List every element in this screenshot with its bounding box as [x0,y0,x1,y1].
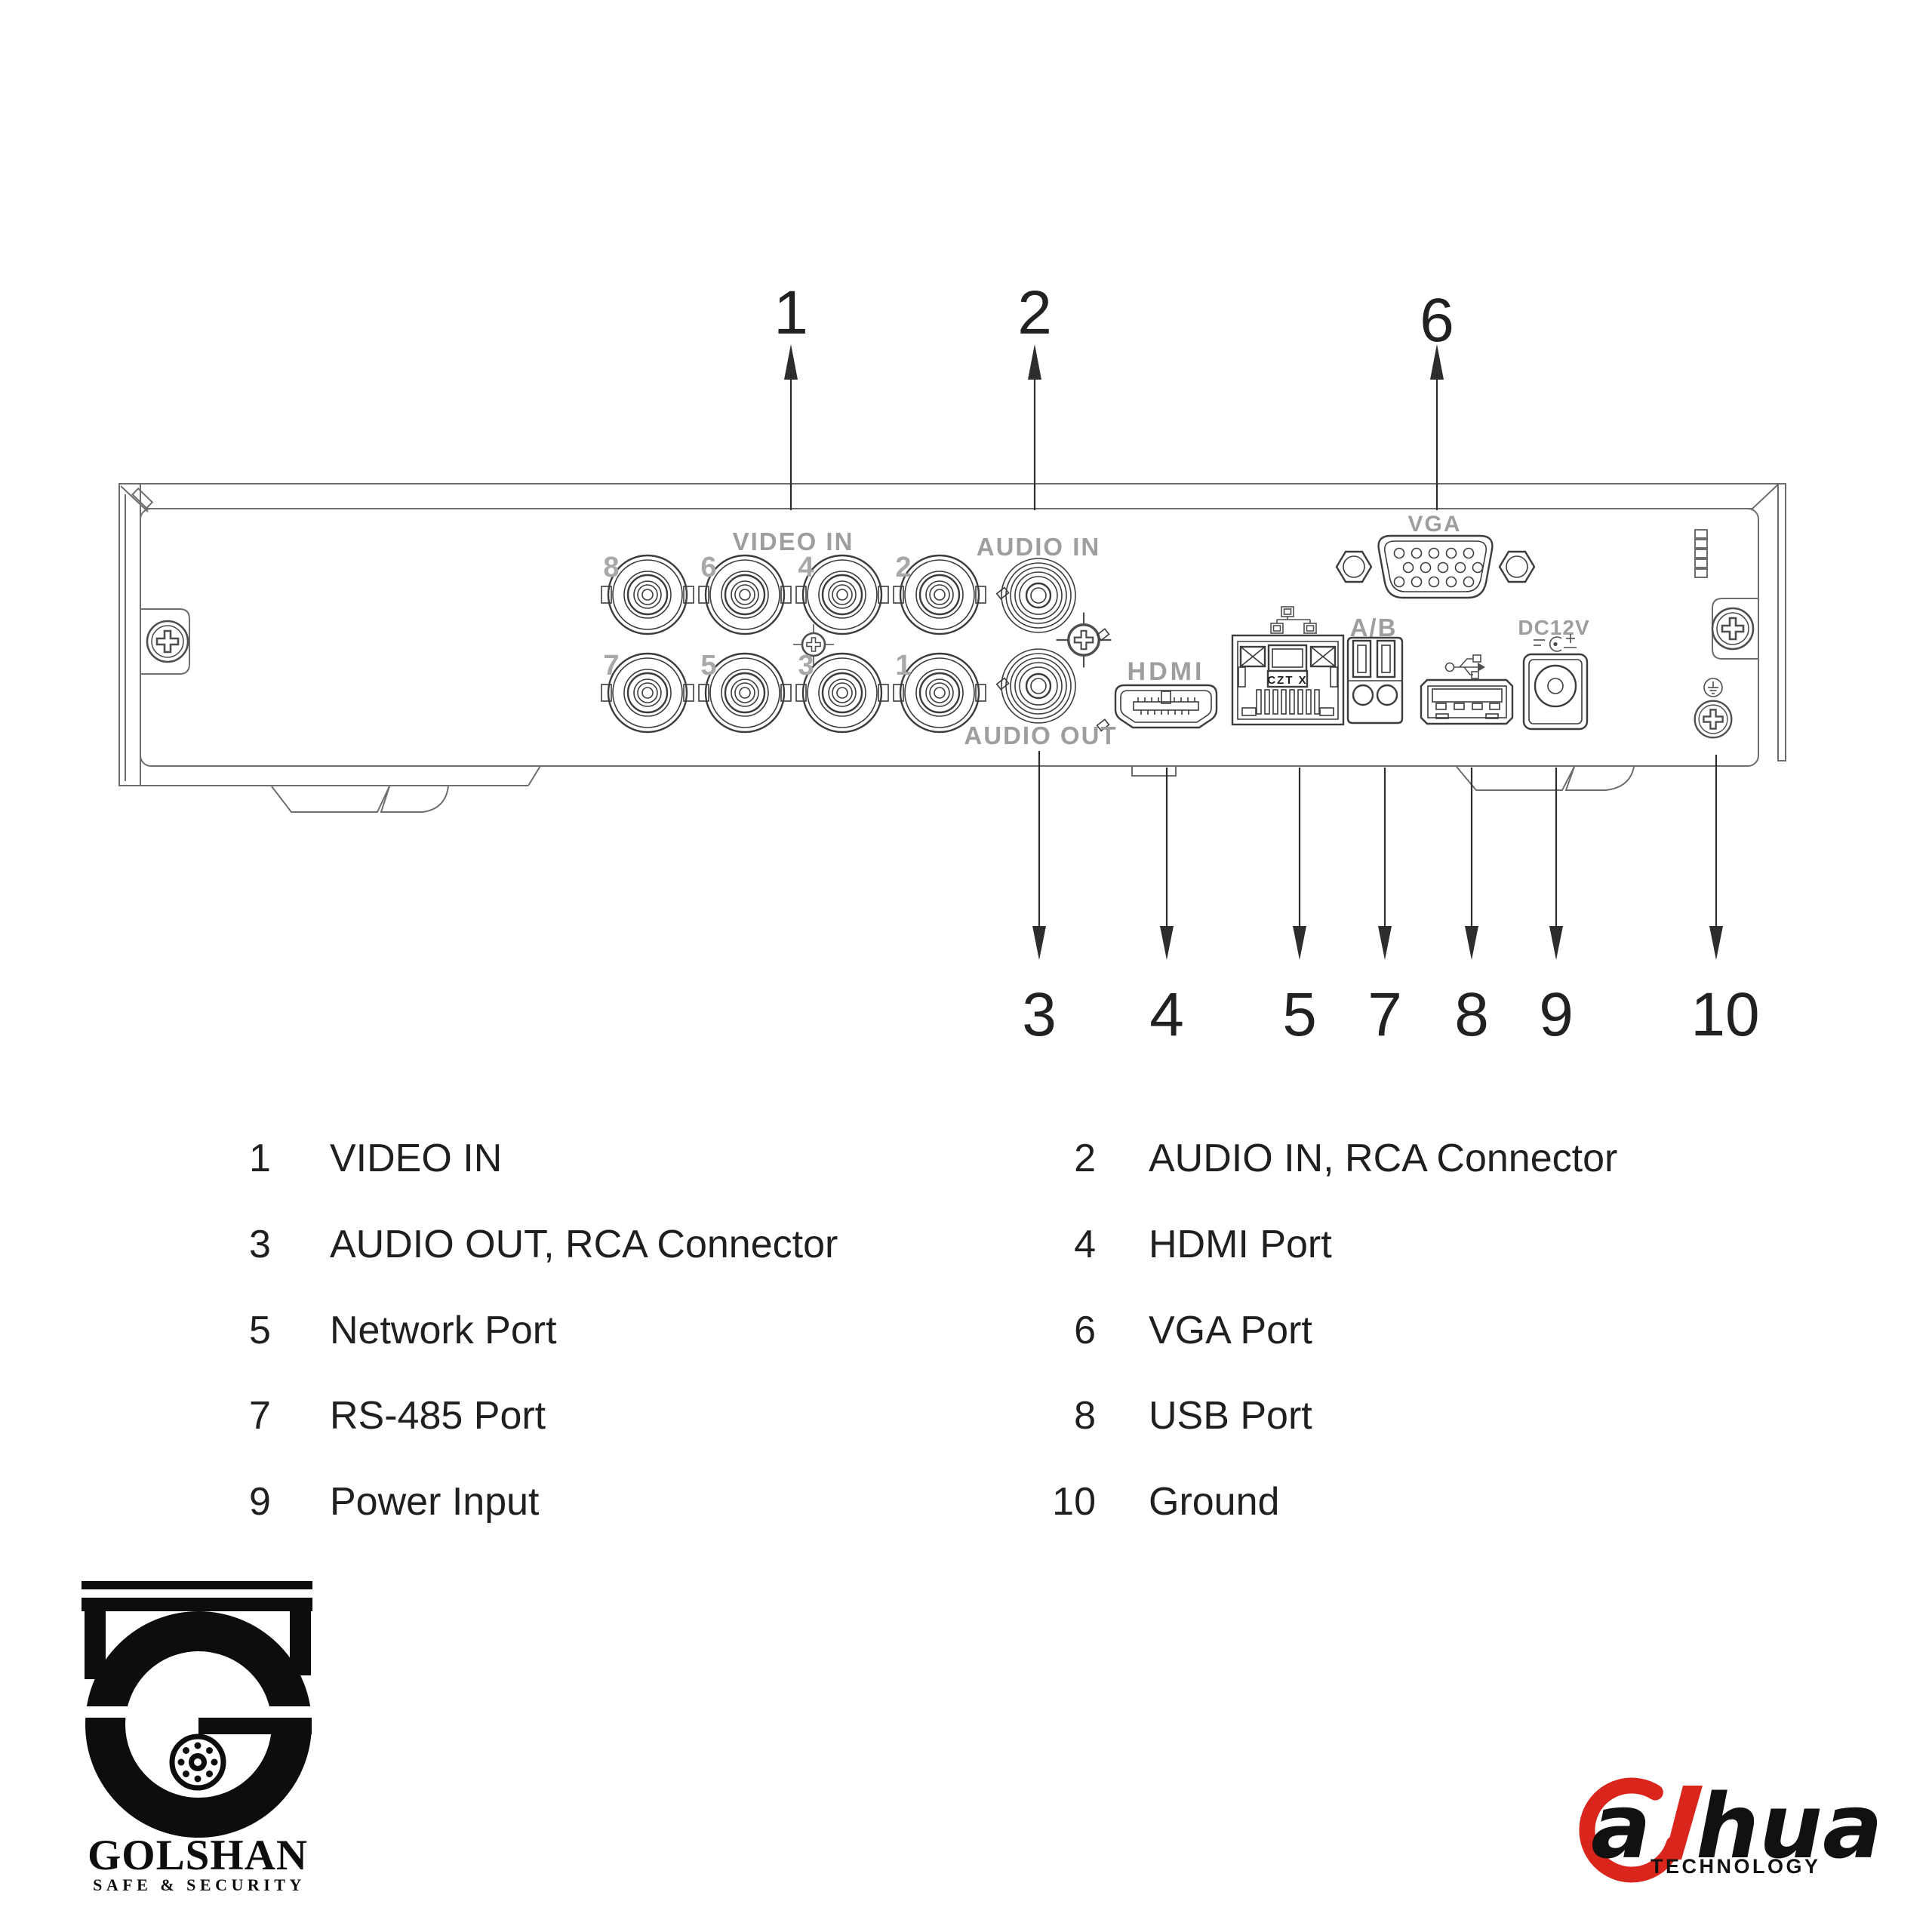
legend-number: 8 [1074,1394,1096,1438]
legend-number: 10 [1052,1480,1096,1524]
callout-number-10: 10 [1690,980,1759,1049]
network-icon [1270,606,1317,634]
hdmi-pins [1137,697,1195,715]
ground-symbol-icon [1703,678,1723,697]
legend-label: VGA Port [1149,1309,1312,1352]
dahua-wordmark-a: a [1591,1775,1651,1878]
ear-screw-left [146,620,189,663]
audio-in-label: AUDIO IN [977,533,1101,561]
usb-icon [1444,654,1485,679]
chassis [118,483,1786,813]
dahua-swoosh-icon [1579,1777,1682,1883]
legend-number: 4 [1074,1223,1096,1266]
golshan-emblem [77,1581,318,1838]
dahua-wordmark-rest: hua [1696,1775,1883,1878]
rj45-pins [1256,689,1320,715]
legend-label: Power Input [330,1480,540,1524]
legend-number: 5 [249,1309,271,1352]
network-port: CZT X [1231,606,1345,726]
legend-label: VIDEO IN [330,1137,503,1180]
callout-number-8: 8 [1454,980,1489,1049]
bnc-number: 7 [603,650,619,681]
legend-label: Ground [1149,1480,1280,1524]
rear-panel-diagram: 8 6 4 2 7 5 3 1 VIDEO IN AUDIO IN AUDIO … [118,278,1786,1049]
callout-number-5: 5 [1282,980,1317,1049]
bnc-number: 6 [700,552,716,583]
audio-out-connector: AUDIO OUT [964,648,1117,749]
ear-screw-right [1711,607,1755,651]
bnc-number: 2 [895,552,911,583]
golshan-logo: GOLSHAN SAFE & SECURITY [77,1581,318,1894]
legend-label: RS-485 Port [330,1394,546,1438]
legend-number: 7 [249,1394,271,1438]
callout-number-3: 3 [1022,980,1057,1049]
audio-out-label: AUDIO OUT [964,721,1117,749]
legend-row: 1 VIDEO IN 2 AUDIO IN, RCA Connector [0,1132,1932,1185]
legend-label: HDMI Port [1149,1223,1332,1266]
legend-row: 5 Network Port 6 VGA Port [0,1304,1932,1357]
legend-row: 7 RS-485 Port 8 USB Port [0,1389,1932,1442]
legend-number: 6 [1074,1309,1096,1352]
callout-number-1: 1 [774,278,808,347]
vga-pin-holes [1393,547,1484,588]
callout-number-9: 9 [1539,980,1574,1049]
audio-in-connector: AUDIO IN [977,533,1110,641]
network-port-tag: CZT X [1267,674,1307,687]
bnc-number: 4 [798,552,814,583]
callout-number-4: 4 [1149,980,1184,1049]
legend-label: USB Port [1149,1394,1312,1438]
legend-label: Network Port [330,1309,557,1352]
dahua-logo: a hua TECHNOLOGY [1579,1775,1883,1883]
hdmi-port: HDMI [1114,657,1218,729]
ground-screw [1694,700,1733,739]
vent-grille [1694,529,1708,578]
rs485-terminal: A/B [1346,614,1404,724]
legend-number: 9 [249,1480,271,1524]
legend-row: 9 Power Input 10 Ground [0,1475,1932,1528]
golshan-tagline: SAFE & SECURITY [93,1875,306,1894]
vga-label: VGA [1407,512,1461,537]
golshan-name: GOLSHAN [88,1832,308,1879]
usb-port [1420,654,1514,725]
bnc-number: 1 [895,650,911,681]
legend-number: 1 [249,1137,271,1180]
callout-number-7: 7 [1367,980,1402,1049]
legend-label: AUDIO IN, RCA Connector [1149,1137,1618,1180]
video-in-block: 8 6 4 2 7 5 3 1 VIDEO IN [600,528,987,734]
power-jack: DC12V [1518,616,1589,731]
bnc-number: 3 [798,650,814,681]
bnc-number: 5 [700,650,716,681]
legend-row: 3 AUDIO OUT, RCA Connector 4 HDMI Port [0,1218,1932,1271]
hdmi-label: HDMI [1128,657,1205,686]
legend-label: AUDIO OUT, RCA Connector [330,1223,838,1266]
callouts: 1 2 6 3 4 5 7 8 9 [774,278,1759,1049]
legend-number: 2 [1074,1137,1096,1180]
polarity-icon [1534,634,1577,652]
callout-number-6: 6 [1420,286,1454,355]
callout-number-2: 2 [1017,278,1052,347]
bnc-number: 8 [603,552,619,583]
video-in-label: VIDEO IN [733,528,854,555]
power-label: DC12V [1518,616,1589,639]
vga-port: VGA [1335,512,1536,599]
legend-number: 3 [249,1223,271,1266]
dahua-slash-icon [1664,1786,1703,1860]
dahua-tagline: TECHNOLOGY [1651,1855,1821,1878]
vault-wheel-icon [169,1734,226,1791]
